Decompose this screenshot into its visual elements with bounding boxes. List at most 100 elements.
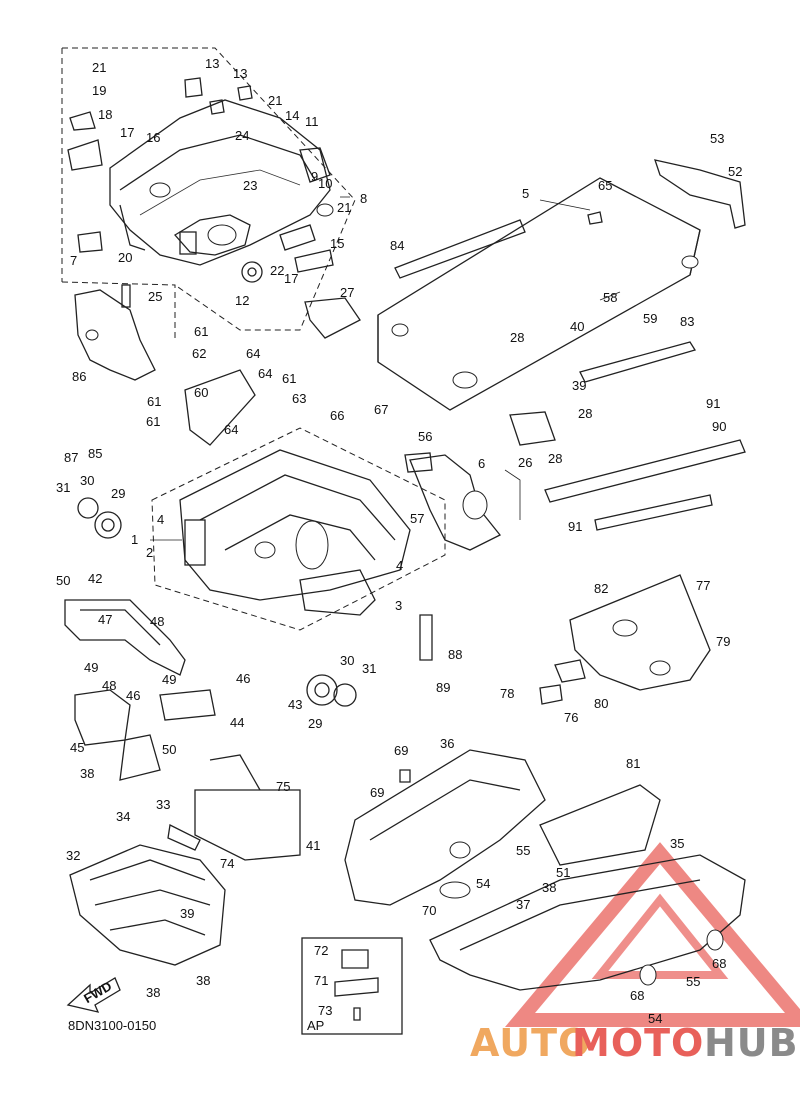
callout-number: 38	[542, 880, 556, 895]
inset-box-group	[301, 937, 403, 1035]
callout-number: 70	[422, 903, 436, 918]
callout-number: 87	[64, 450, 78, 465]
callout-number: 20	[118, 250, 132, 265]
callout-number: 78	[500, 686, 514, 701]
watermark-logo	[504, 842, 800, 1027]
callout-number: 80	[594, 696, 608, 711]
callout-number: 28	[548, 451, 562, 466]
callout-number: 13	[233, 66, 247, 81]
callout-number: 3	[395, 598, 402, 613]
plate-5-group	[377, 159, 746, 531]
callout-number: 65	[598, 178, 612, 193]
callout-number: 50	[162, 742, 176, 757]
callout-number: 5	[522, 186, 529, 201]
callout-number: 38	[196, 973, 210, 988]
callout-number: 64	[224, 422, 238, 437]
callout-number: 8	[360, 191, 367, 206]
callout-number: 48	[102, 678, 116, 693]
callout-number: 49	[84, 660, 98, 675]
lower-fairing-group	[69, 754, 301, 966]
callout-number: 25	[148, 289, 162, 304]
callout-number: 9	[311, 169, 318, 184]
callout-number: 23	[243, 178, 257, 193]
callout-number: 62	[192, 346, 206, 361]
callout-number: 64	[258, 366, 272, 381]
callout-number: 55	[516, 843, 530, 858]
callout-number: 45	[70, 740, 84, 755]
diagram-code: 8DN3100-0150	[68, 1018, 156, 1033]
callout-number: 35	[670, 836, 684, 851]
callout-number: 75	[276, 779, 290, 794]
ap-label: AP	[307, 1018, 324, 1033]
callout-number: 28	[510, 330, 524, 345]
callout-number: 90	[712, 419, 726, 434]
upper-frame-group	[61, 47, 361, 340]
callout-number: 61	[282, 371, 296, 386]
callout-number: 60	[194, 385, 208, 400]
callout-number: 30	[80, 473, 94, 488]
callout-number: 48	[150, 614, 164, 629]
callout-number: 85	[88, 446, 102, 461]
callout-number: 46	[126, 688, 140, 703]
callout-number: 6	[478, 456, 485, 471]
bracket-7-group	[74, 284, 156, 381]
callout-number: 15	[330, 236, 344, 251]
callout-number: 27	[340, 285, 354, 300]
callout-number: 12	[235, 293, 249, 308]
callout-number: 64	[246, 346, 260, 361]
callout-number: 17	[120, 125, 134, 140]
callout-number: 56	[418, 429, 432, 444]
callout-number: 91	[706, 396, 720, 411]
watermark-text: AUTO MOTO HUB	[470, 1021, 798, 1065]
lower-right-group	[429, 784, 746, 991]
fwd-arrow	[66, 977, 121, 1013]
callout-number: 31	[362, 661, 376, 676]
callout-number: 29	[308, 716, 322, 731]
callout-number: 61	[147, 394, 161, 409]
fwd-label: FWD	[81, 978, 114, 1006]
callout-number: 18	[98, 107, 112, 122]
watermark-auto: AUTO	[470, 1021, 591, 1065]
callout-number: 39	[572, 378, 586, 393]
callout-number: 28	[578, 406, 592, 421]
callout-number: 61	[146, 414, 160, 429]
callout-number: 84	[390, 238, 404, 253]
callout-number: 10	[318, 176, 332, 191]
callout-number: 76	[564, 710, 578, 725]
callout-number: 44	[230, 715, 244, 730]
callout-number: 89	[436, 680, 450, 695]
main-chassis-group	[151, 369, 502, 631]
callout-number: 21	[92, 60, 106, 75]
callout-number: 19	[92, 83, 106, 98]
callout-number: 54	[476, 876, 490, 891]
callout-number: 52	[728, 164, 742, 179]
watermark-moto: MOTO	[572, 1021, 704, 1065]
callout-number: 79	[716, 634, 730, 649]
callout-number: 41	[306, 838, 320, 853]
callout-number: 34	[116, 809, 130, 824]
callout-number: 72	[314, 943, 328, 958]
callout-number: 24	[235, 128, 249, 143]
callout-number: 36	[440, 736, 454, 751]
callout-number: 68	[630, 988, 644, 1003]
callout-number: 69	[370, 785, 384, 800]
callout-number: 83	[680, 314, 694, 329]
callout-number: 43	[288, 697, 302, 712]
callout-number: 81	[626, 756, 640, 771]
callout-number: 16	[146, 130, 160, 145]
callout-number: 38	[146, 985, 160, 1000]
callout-number: 61	[194, 324, 208, 339]
ring-parts-group	[77, 497, 433, 707]
callout-number: 68	[712, 956, 726, 971]
callout-number: 66	[330, 408, 344, 423]
callout-number: 14	[285, 108, 299, 123]
callout-number: 74	[220, 856, 234, 871]
callout-number: 49	[162, 672, 176, 687]
callout-number: 29	[111, 486, 125, 501]
callout-number: 4	[157, 512, 164, 527]
callout-number: 32	[66, 848, 80, 863]
callout-number: 42	[88, 571, 102, 586]
callout-number: 69	[394, 743, 408, 758]
callout-number: 77	[696, 578, 710, 593]
